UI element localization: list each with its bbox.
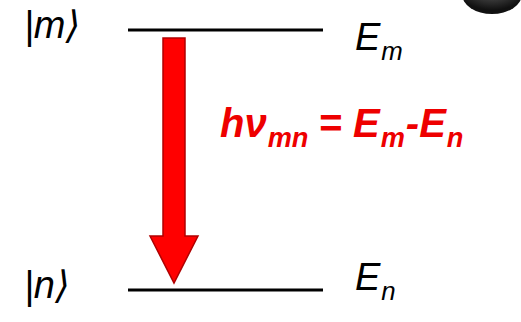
level-label: = E [318,101,379,145]
level-label: hν [220,101,267,145]
label-group: |m⟩ [24,4,80,48]
level-label: |m⟩ [24,4,80,46]
label-group: hνmn = Em-En [220,100,463,154]
subscript-label: m [381,122,405,153]
upper-level-line [128,29,323,32]
transition-arrow [150,38,198,283]
level-label: -E [406,101,446,145]
subscript-label: m [381,37,403,65]
level-label: |n⟩ [24,264,70,306]
corner-image [462,0,521,14]
label-group: Em [355,16,403,67]
subscript-label: n [447,122,464,153]
level-label: E [355,16,380,58]
label-group: |n⟩ [24,264,70,308]
label-group: En [355,256,396,307]
level-label: E [355,256,380,298]
subscript-label: mn [268,122,309,153]
subscript-label: n [381,277,395,305]
lower-level-line [128,289,323,292]
